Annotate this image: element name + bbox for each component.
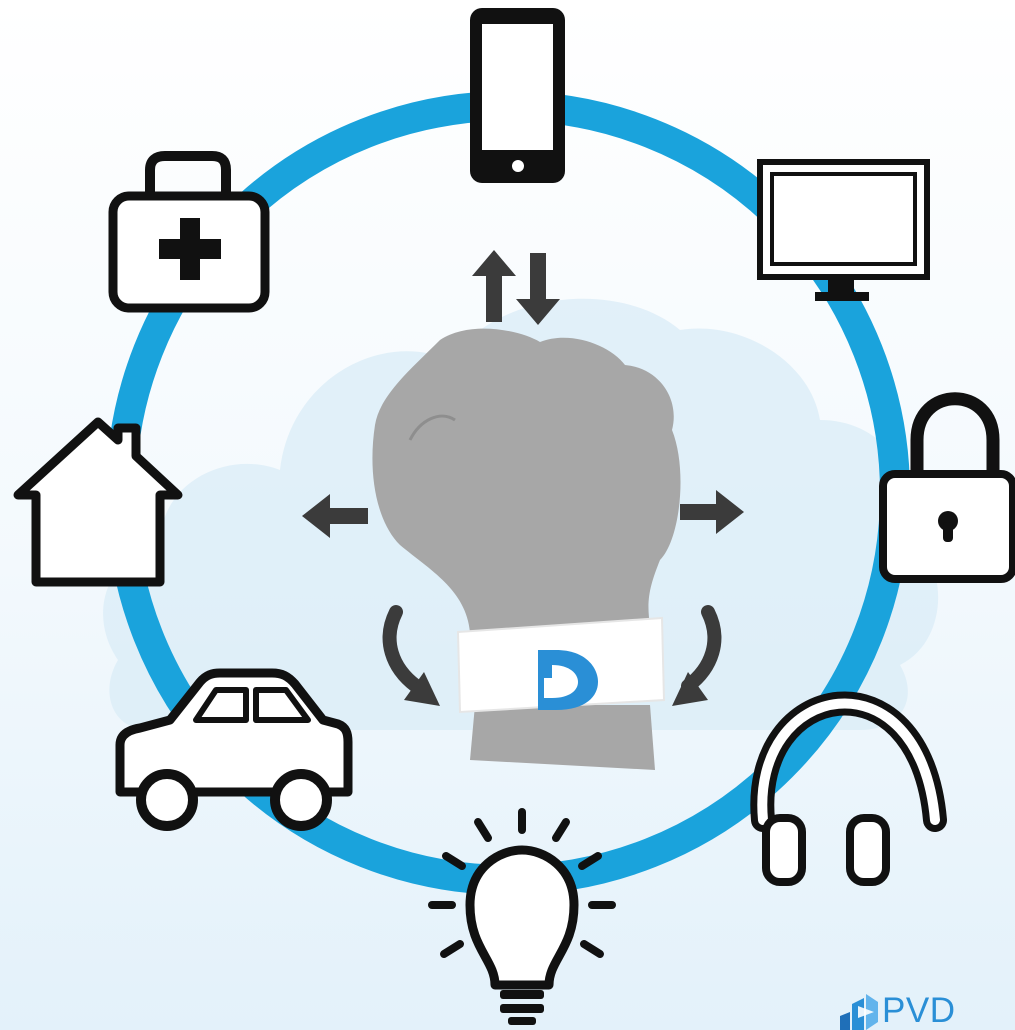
first-aid-kit-icon [108, 151, 270, 313]
fist-icon [372, 328, 681, 770]
brand-logo: PVD [838, 992, 1015, 1030]
lightbulb-icon [428, 808, 616, 1025]
car-icon [115, 668, 353, 831]
house-icon [13, 417, 183, 587]
wristband-letter: D [0, 0, 1, 1]
brand-logo-mark-icon [840, 994, 878, 1030]
rotate-right-arrow-icon [672, 605, 722, 706]
smartphone-icon [470, 8, 565, 183]
left-arrow-icon [302, 494, 368, 538]
padlock-icon [879, 392, 1015, 583]
monitor-icon [757, 159, 930, 301]
brand-name: PVD [882, 992, 956, 1030]
rotate-left-arrow-icon [382, 605, 440, 706]
wristband [456, 616, 666, 714]
right-arrow-icon [680, 490, 744, 534]
headphones-icon [750, 691, 947, 886]
up-down-arrows-icon [472, 250, 560, 325]
